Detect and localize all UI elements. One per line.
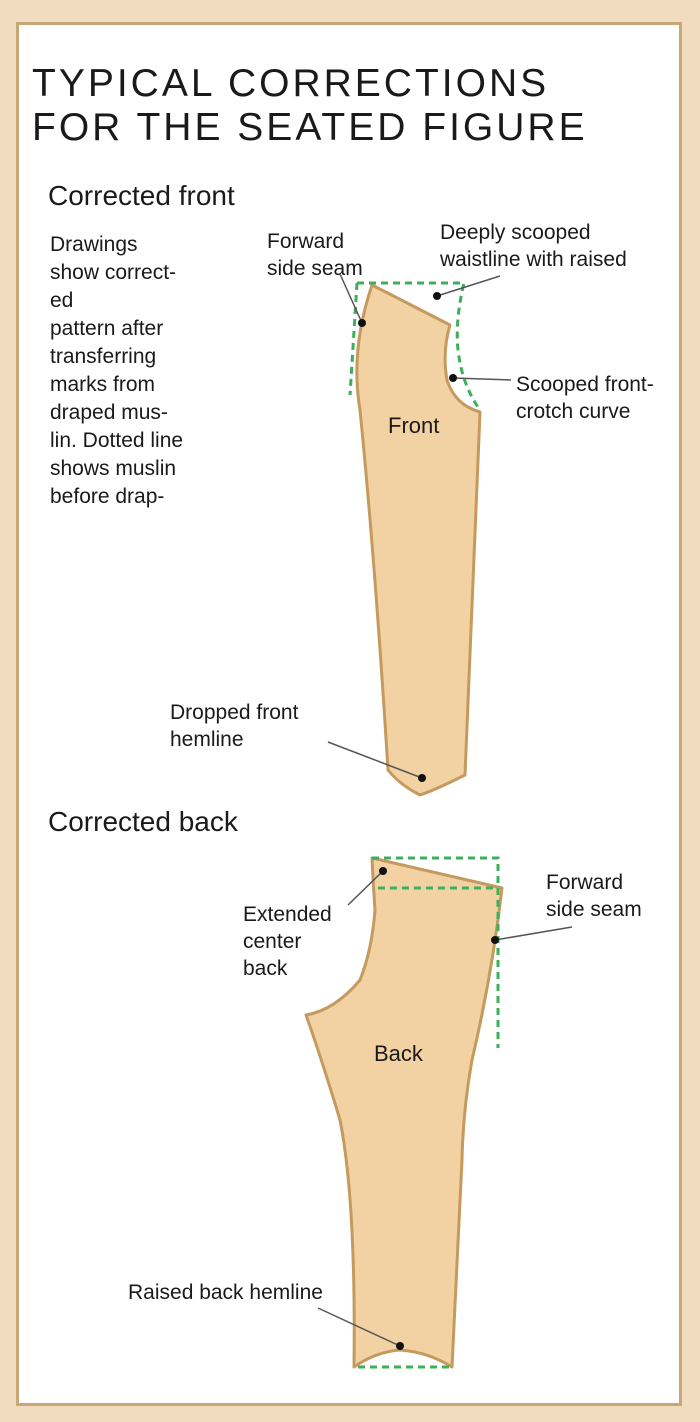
back-muslin-outline: [358, 856, 500, 1369]
back-pattern-piece: [304, 856, 504, 1369]
front-piece-label: Front: [388, 413, 440, 438]
back-center-back-label: Extended center back: [243, 903, 332, 980]
back-piece-label: Back: [374, 1041, 423, 1066]
front-waistline-label: Deeply scooped waistline with raised: [440, 221, 627, 271]
front-callout-crotch: [449, 374, 512, 382]
back-callout-side-seam: [491, 926, 573, 944]
back-side-seam-label: Forward side seam: [546, 871, 642, 921]
title-line-1: TYPICAL CORRECTIONS: [32, 62, 550, 105]
front-callout-waistline: [433, 275, 501, 300]
front-muslin-outline: [348, 281, 482, 411]
front-side-seam-label: Forward side seam: [267, 230, 363, 280]
front-hemline-label: Dropped front hemline: [170, 701, 299, 751]
front-callout-hemline: [327, 741, 426, 782]
back-callout-hemline: [317, 1307, 404, 1350]
front-pattern-piece: [355, 283, 482, 797]
front-crotch-label: Scooped front- crotch curve: [516, 373, 654, 423]
corrected-front-heading: Corrected front: [48, 180, 235, 211]
title-line-2: FOR THE SEATED FIGURE: [32, 106, 588, 149]
diagram-title: TYPICAL CORRECTIONS FOR THE SEATED FIGUR…: [32, 62, 588, 150]
back-hemline-label: Raised back hemline: [128, 1281, 323, 1304]
back-callout-center-back: [347, 867, 387, 906]
corrected-back-heading: Corrected back: [48, 806, 238, 837]
explanatory-note: Drawings show correct- ed pattern after …: [50, 233, 184, 508]
front-callout-side-seam: [339, 273, 366, 327]
